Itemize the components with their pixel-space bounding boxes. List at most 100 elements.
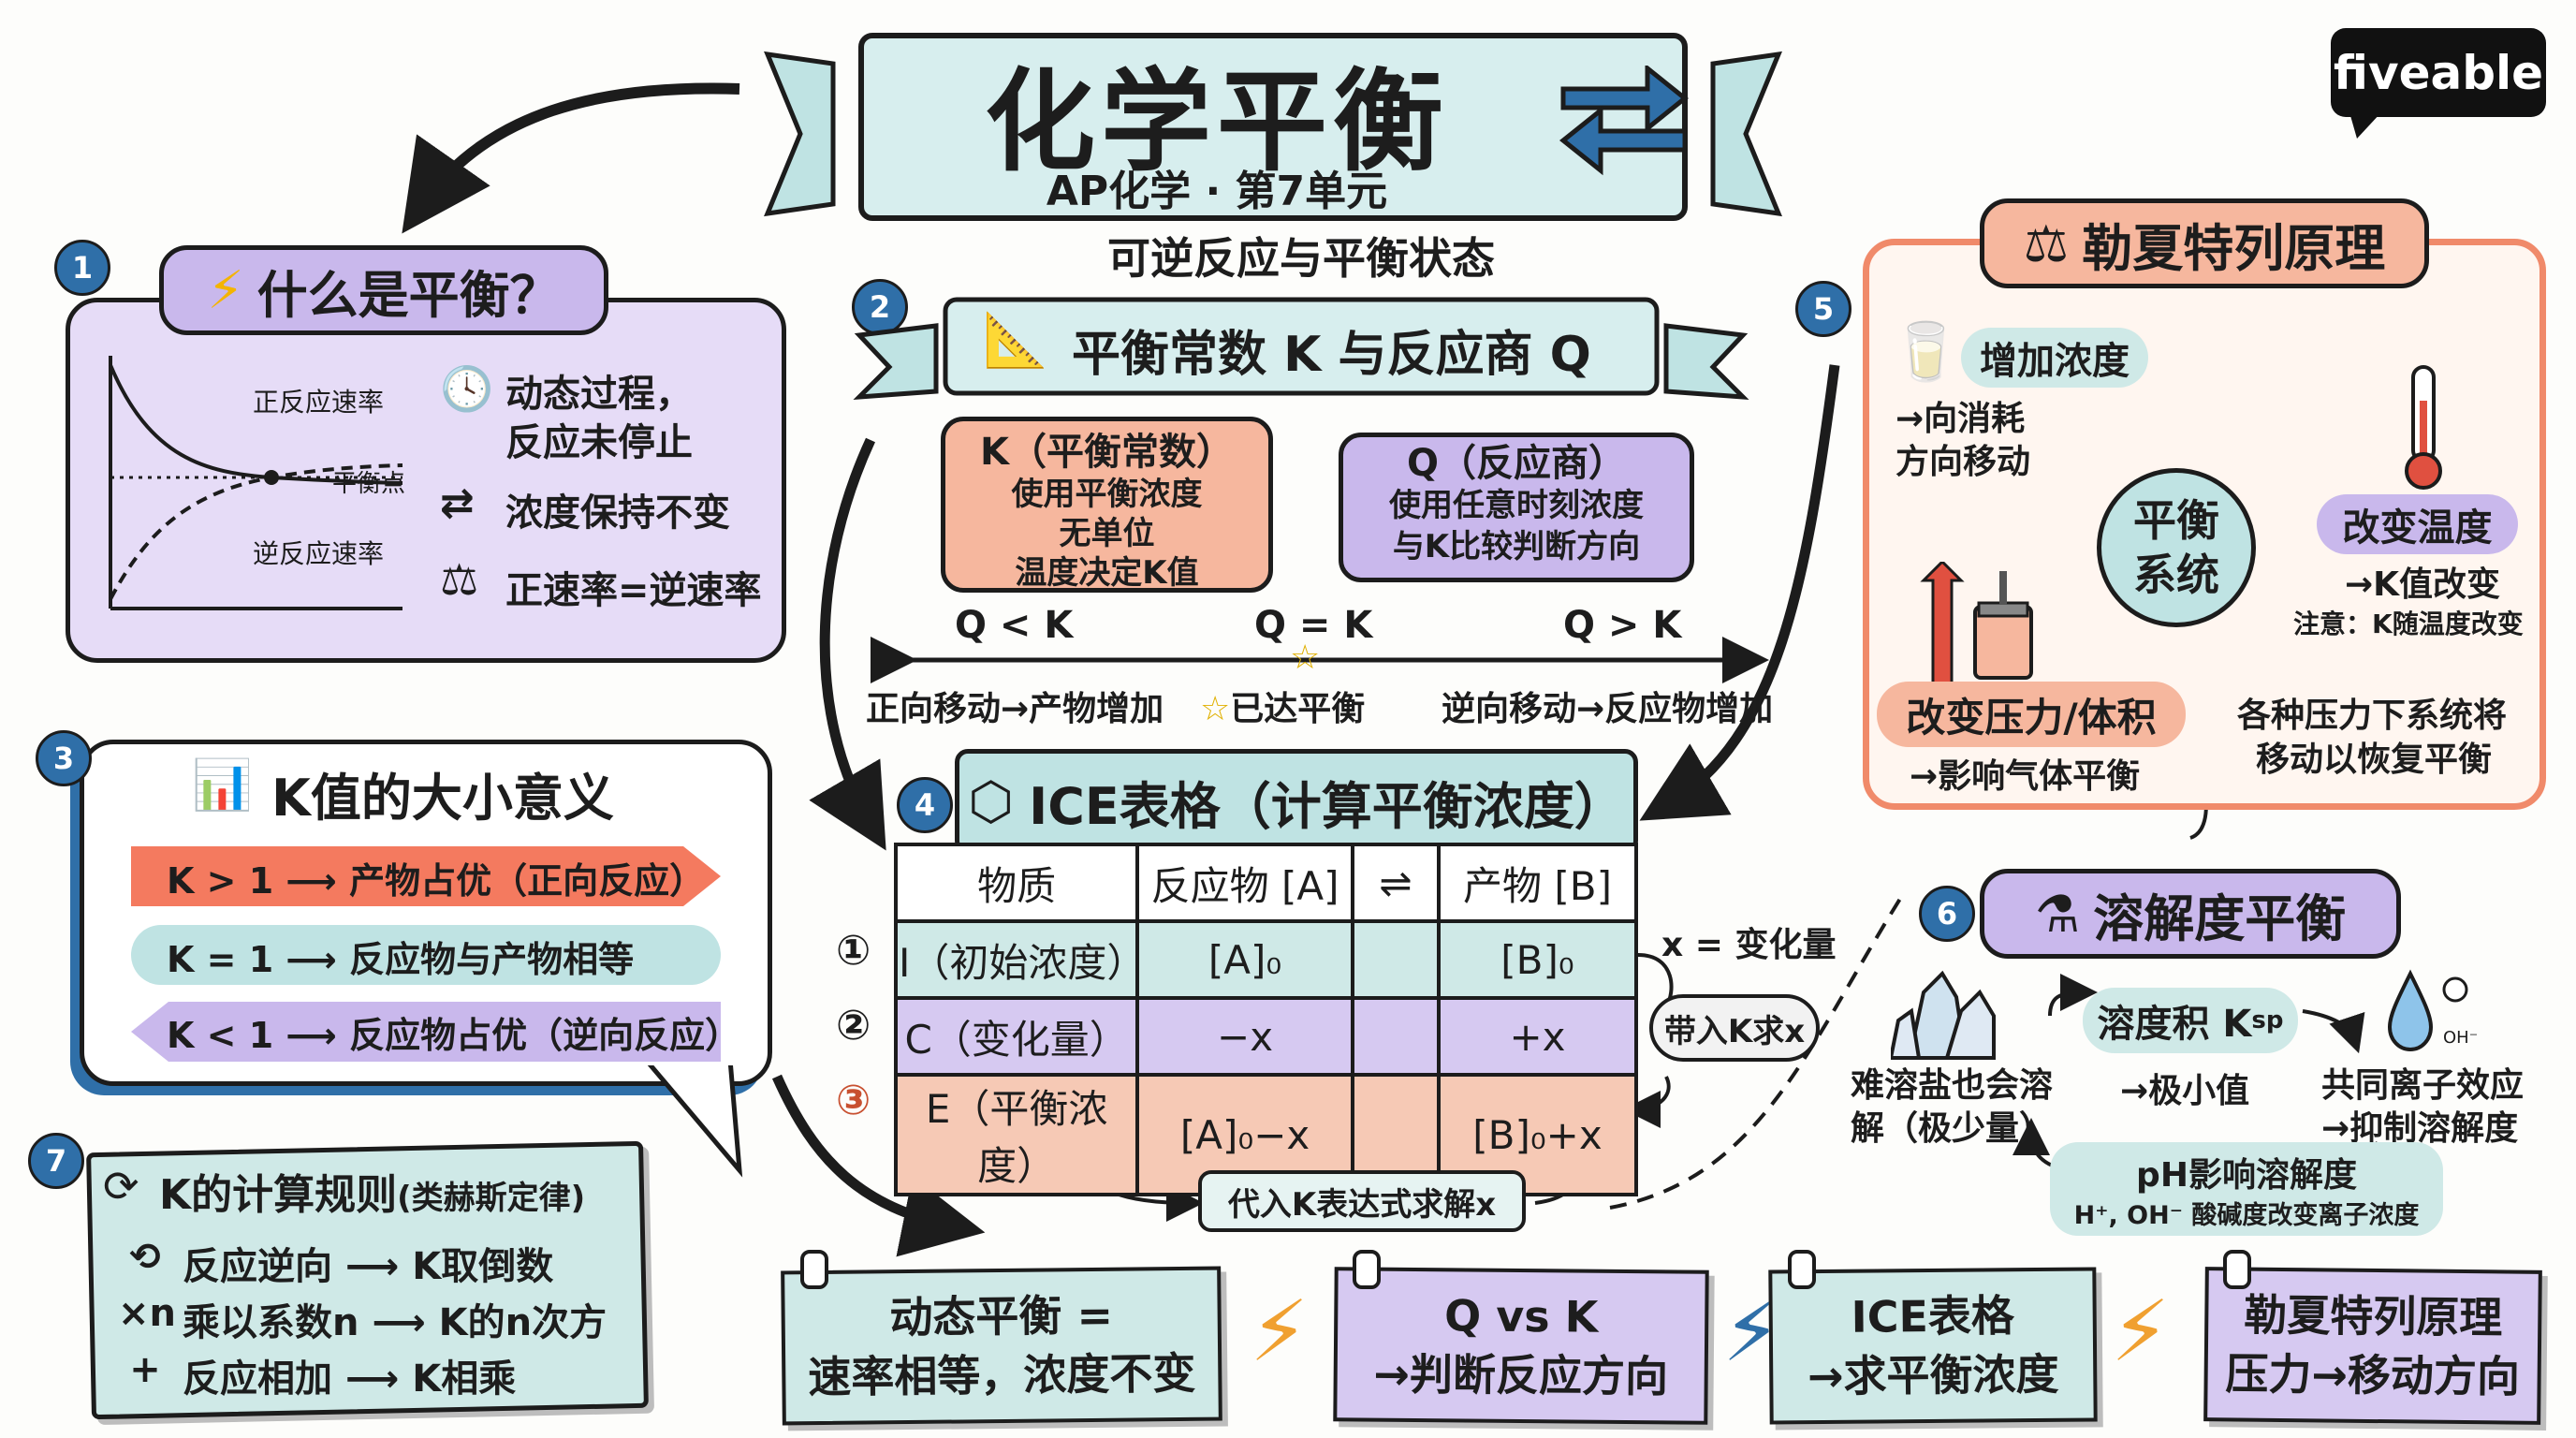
- k-definition-box: [941, 417, 1273, 593]
- graph-label-forward: 正反应速率: [253, 387, 385, 418]
- rule-multiply: 乘以系数n ⟶ K的n次方: [183, 1301, 607, 1344]
- ice-row-label: I（初始浓度）: [893, 919, 1146, 1000]
- plug-k-text: 带入K求x: [1663, 1012, 1806, 1050]
- rule-reverse: 反应逆向 ⟶ K取倒数: [183, 1245, 554, 1288]
- temp-note: 注意：K随温度改变: [2293, 609, 2524, 639]
- pressure-side-2: 移动以恢复平衡: [2256, 741, 2493, 779]
- section-6-header: ⚗ 溶解度平衡: [1980, 869, 2401, 959]
- page-tagline: 可逆反应与平衡状态: [1107, 233, 1495, 284]
- point-constant-concentration: 浓度保持不变: [505, 492, 730, 535]
- section-3-title: K值的大小意义: [271, 769, 614, 828]
- section-7-title-sub: (类赫斯定律): [397, 1180, 586, 1217]
- brand-logo: fiveable: [2331, 28, 2546, 117]
- ph-label: pH影响溶解度: [2136, 1156, 2357, 1195]
- section-2-number: 2: [852, 279, 908, 335]
- equilibrium-system-circle: [2097, 468, 2256, 627]
- graph-label-eq-point: 平衡点: [332, 470, 406, 498]
- solve-x-text: 代入K表达式求解x: [1227, 1185, 1497, 1224]
- k-greater-than-one: K > 1 ⟶ 产物占优（正向反应）: [167, 860, 706, 902]
- ice-cell: [1350, 996, 1441, 1077]
- pressure-pill: 改变压力/体积: [1877, 682, 2186, 747]
- water-drop-icon: [2387, 969, 2468, 1052]
- flask-icon: ⚗: [2034, 884, 2081, 944]
- summary-note-1: 动态平衡 = 速率相等，浓度不变: [781, 1266, 1222, 1426]
- section-4-header: ⬡ ICE表格（计算平衡浓度）: [955, 749, 1638, 854]
- small-star-icon: ☆: [1200, 690, 1231, 728]
- ice-row-label: E（平衡浓度）: [893, 1073, 1140, 1196]
- pushpin-icon: [1788, 1250, 1816, 1289]
- pressure-label: 改变压力/体积: [1906, 694, 2157, 741]
- ice-cell: [1350, 919, 1441, 1000]
- section-2-title: 平衡常数 K 与反应商 Q: [1072, 327, 1591, 383]
- balance-scale-icon: ⚖: [440, 554, 479, 605]
- k-box-line-2: 无单位: [1059, 515, 1155, 552]
- ksp-desc: →极小值: [2120, 1072, 2250, 1110]
- section-7-title: K的计算规则(类赫斯定律): [159, 1161, 585, 1221]
- refresh-icon: ⟳: [103, 1161, 139, 1211]
- summary-note-2: Q vs K →判断反应方向: [1333, 1267, 1709, 1425]
- ice-cell: [B]₀: [1436, 919, 1639, 1000]
- point-dynamic: 动态过程，: [505, 373, 693, 416]
- summary-4-line-1: 勒夏特列原理: [2244, 1289, 2503, 1343]
- summary-1-line-2: 速率相等，浓度不变: [808, 1347, 1196, 1402]
- pushpin-icon: [1353, 1250, 1381, 1289]
- double-arrow-icon: ⇄: [440, 479, 475, 527]
- ph-box: [2050, 1142, 2443, 1236]
- page-title: 化学平衡: [984, 57, 1449, 186]
- add-rule-mark: +: [129, 1348, 161, 1391]
- triangle-ruler-icon: 📐: [983, 310, 1048, 371]
- k-box-line-1: 使用平衡浓度: [1011, 476, 1203, 513]
- conc-desc-2: 方向移动: [1895, 443, 2031, 481]
- k-box-title: K（平衡常数）: [980, 431, 1234, 474]
- ice-table: 物质 反应物 [A] ⇌ 产物 [B] I（初始浓度） [A]₀ [B]₀ C（…: [893, 843, 1639, 1196]
- at-equilibrium-text: 已达平衡: [1230, 690, 1366, 728]
- row-mark-3: ③: [836, 1077, 871, 1124]
- summary-2-line-1: Q vs K: [1443, 1290, 1599, 1343]
- q-definition-box: [1339, 433, 1694, 582]
- ice-row-label: C（变化量）: [893, 996, 1140, 1077]
- pushpin-icon: [800, 1250, 828, 1289]
- q-box-title: Q（反应商）: [1406, 442, 1626, 485]
- equilibrium-arrows-icon: [1559, 66, 1690, 176]
- temp-desc: →K值改变: [2345, 565, 2501, 604]
- point-not-stopped: 反应未停止: [505, 421, 693, 464]
- crystal-icon: [1891, 970, 1996, 1060]
- clock-icon: 🕓: [440, 363, 494, 414]
- ice-cell: −x: [1135, 996, 1354, 1077]
- row-mark-1: ①: [836, 927, 871, 975]
- conc-label: 增加浓度: [1980, 340, 2130, 383]
- thermometer-icon: [2405, 365, 2442, 490]
- section-7-number: 7: [28, 1133, 84, 1189]
- reverse-shift-label: 逆向移动→反应物增加: [1442, 690, 1774, 728]
- pushpin-icon: [2223, 1250, 2251, 1289]
- lightning-icon: ⚡: [207, 259, 244, 321]
- summary-note-3: ICE表格 →求平衡浓度: [1768, 1267, 2098, 1425]
- forward-shift-label: 正向移动→产物增加: [866, 690, 1164, 728]
- summary-3-line-1: ICE表格: [1851, 1290, 2015, 1343]
- section-1-header: ⚡ 什么是平衡？: [159, 245, 608, 335]
- ice-header-reactant: 反应物 [A]: [1135, 843, 1354, 923]
- plug-k-oval: 带入K求x: [1649, 994, 1820, 1062]
- multiply-rule-mark: ×n: [118, 1292, 176, 1335]
- q-box-line-2: 与K比较判断方向: [1392, 528, 1641, 565]
- section-6-title: 溶解度平衡: [2093, 888, 2347, 948]
- temp-pill: 改变温度: [2317, 494, 2518, 554]
- section-5-number: 5: [1795, 281, 1852, 337]
- star-icon: ☆: [1290, 638, 1321, 677]
- lightning-icon: ⚡: [1250, 1283, 1310, 1381]
- bar-chart-icon: 📊: [192, 757, 253, 814]
- section-7-title-main: K的计算规则: [159, 1171, 398, 1219]
- section-1-number: 1: [54, 240, 110, 296]
- graph-label-reverse: 逆反应速率: [253, 538, 385, 569]
- section-6-number: 6: [1919, 886, 1975, 942]
- ice-row-initial: I（初始浓度） [A]₀ [B]₀: [893, 919, 1639, 1000]
- rate-graph: [109, 356, 403, 610]
- ksp-label: 溶度积 K: [2097, 1003, 2252, 1046]
- lightning-icon: ⚡: [2111, 1283, 2171, 1381]
- summary-1-line-1: 动态平衡 =: [889, 1290, 1114, 1343]
- center-label-2: 系统: [2133, 550, 2219, 600]
- conc-pill: 增加浓度: [1961, 328, 2148, 388]
- cube-icon: ⬡: [968, 770, 1015, 832]
- ice-header-arrow: ⇌: [1350, 843, 1441, 923]
